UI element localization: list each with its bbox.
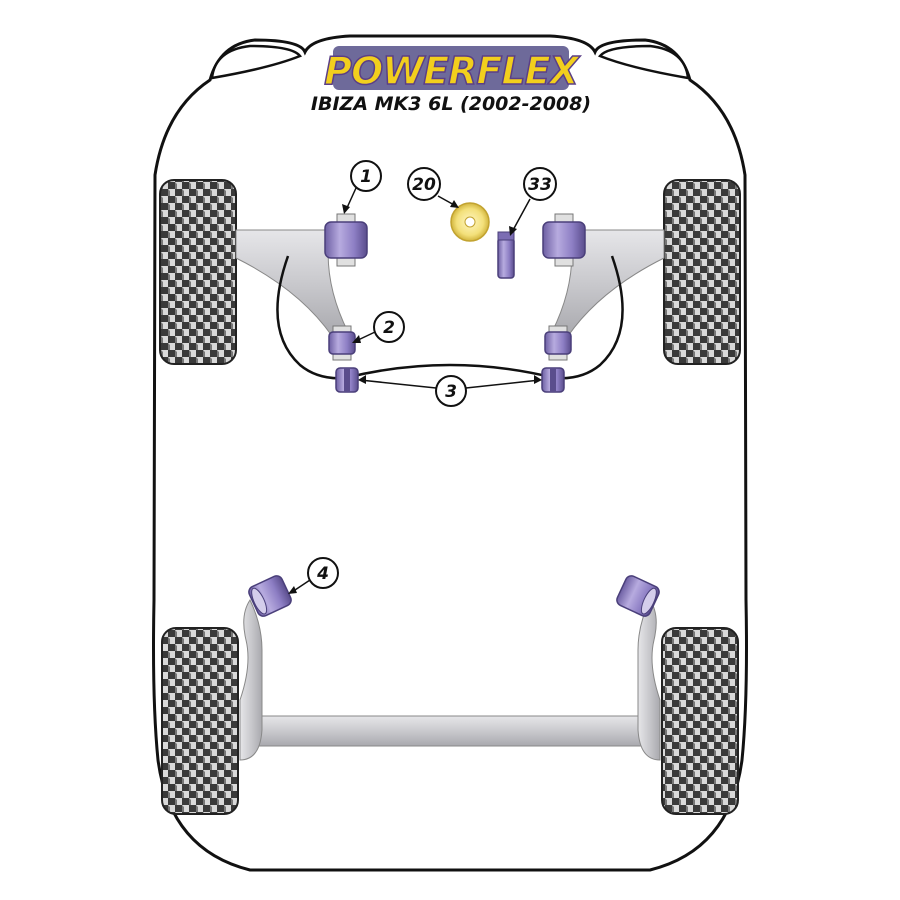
bush-4-left: [248, 575, 292, 617]
front-anti-roll-bar: [276, 255, 624, 380]
callout-33-label: 33: [528, 175, 552, 195]
callout-1-label: 1: [360, 167, 372, 187]
bush-1-left: [324, 213, 368, 267]
bush-33: [497, 231, 515, 279]
callout-20-label: 20: [412, 175, 436, 195]
callout-4-label: 4: [316, 564, 329, 584]
bush-3-left: [335, 367, 359, 393]
bush-4-right: [616, 575, 660, 617]
rear-left-trailing-arm: [239, 598, 263, 761]
rear-right-trailing-arm: [637, 598, 661, 761]
rear-left-tyre: [161, 627, 239, 815]
bush-3-right: [541, 367, 565, 393]
callout-3-label: 3: [445, 382, 457, 402]
rear-axle-beam: [239, 715, 661, 747]
model-subtitle: IBIZA MK3 6L (2002-2008): [311, 93, 591, 115]
callout-2-label: 2: [383, 318, 395, 338]
right-headlight-outline: [597, 44, 690, 80]
bush-2-left: [328, 325, 356, 361]
callout-4: 4: [288, 557, 339, 594]
bush-20-yellow: [450, 202, 490, 242]
logo-wordmark: POWERFLEX: [324, 49, 580, 93]
callout-20: 20: [407, 167, 459, 208]
callout-3: 3: [358, 375, 542, 407]
callout-1: 1: [342, 160, 382, 214]
front-right-tyre: [663, 179, 741, 365]
bush-1-right: [542, 213, 586, 267]
left-headlight-outline: [210, 44, 303, 80]
callout-2: 2: [352, 311, 405, 343]
front-left-tyre: [159, 179, 237, 365]
callout-33: 33: [509, 167, 557, 236]
bush-2-right: [544, 325, 572, 361]
powerflex-logo: POWERFLEX: [323, 46, 582, 94]
rear-right-tyre: [661, 627, 739, 815]
